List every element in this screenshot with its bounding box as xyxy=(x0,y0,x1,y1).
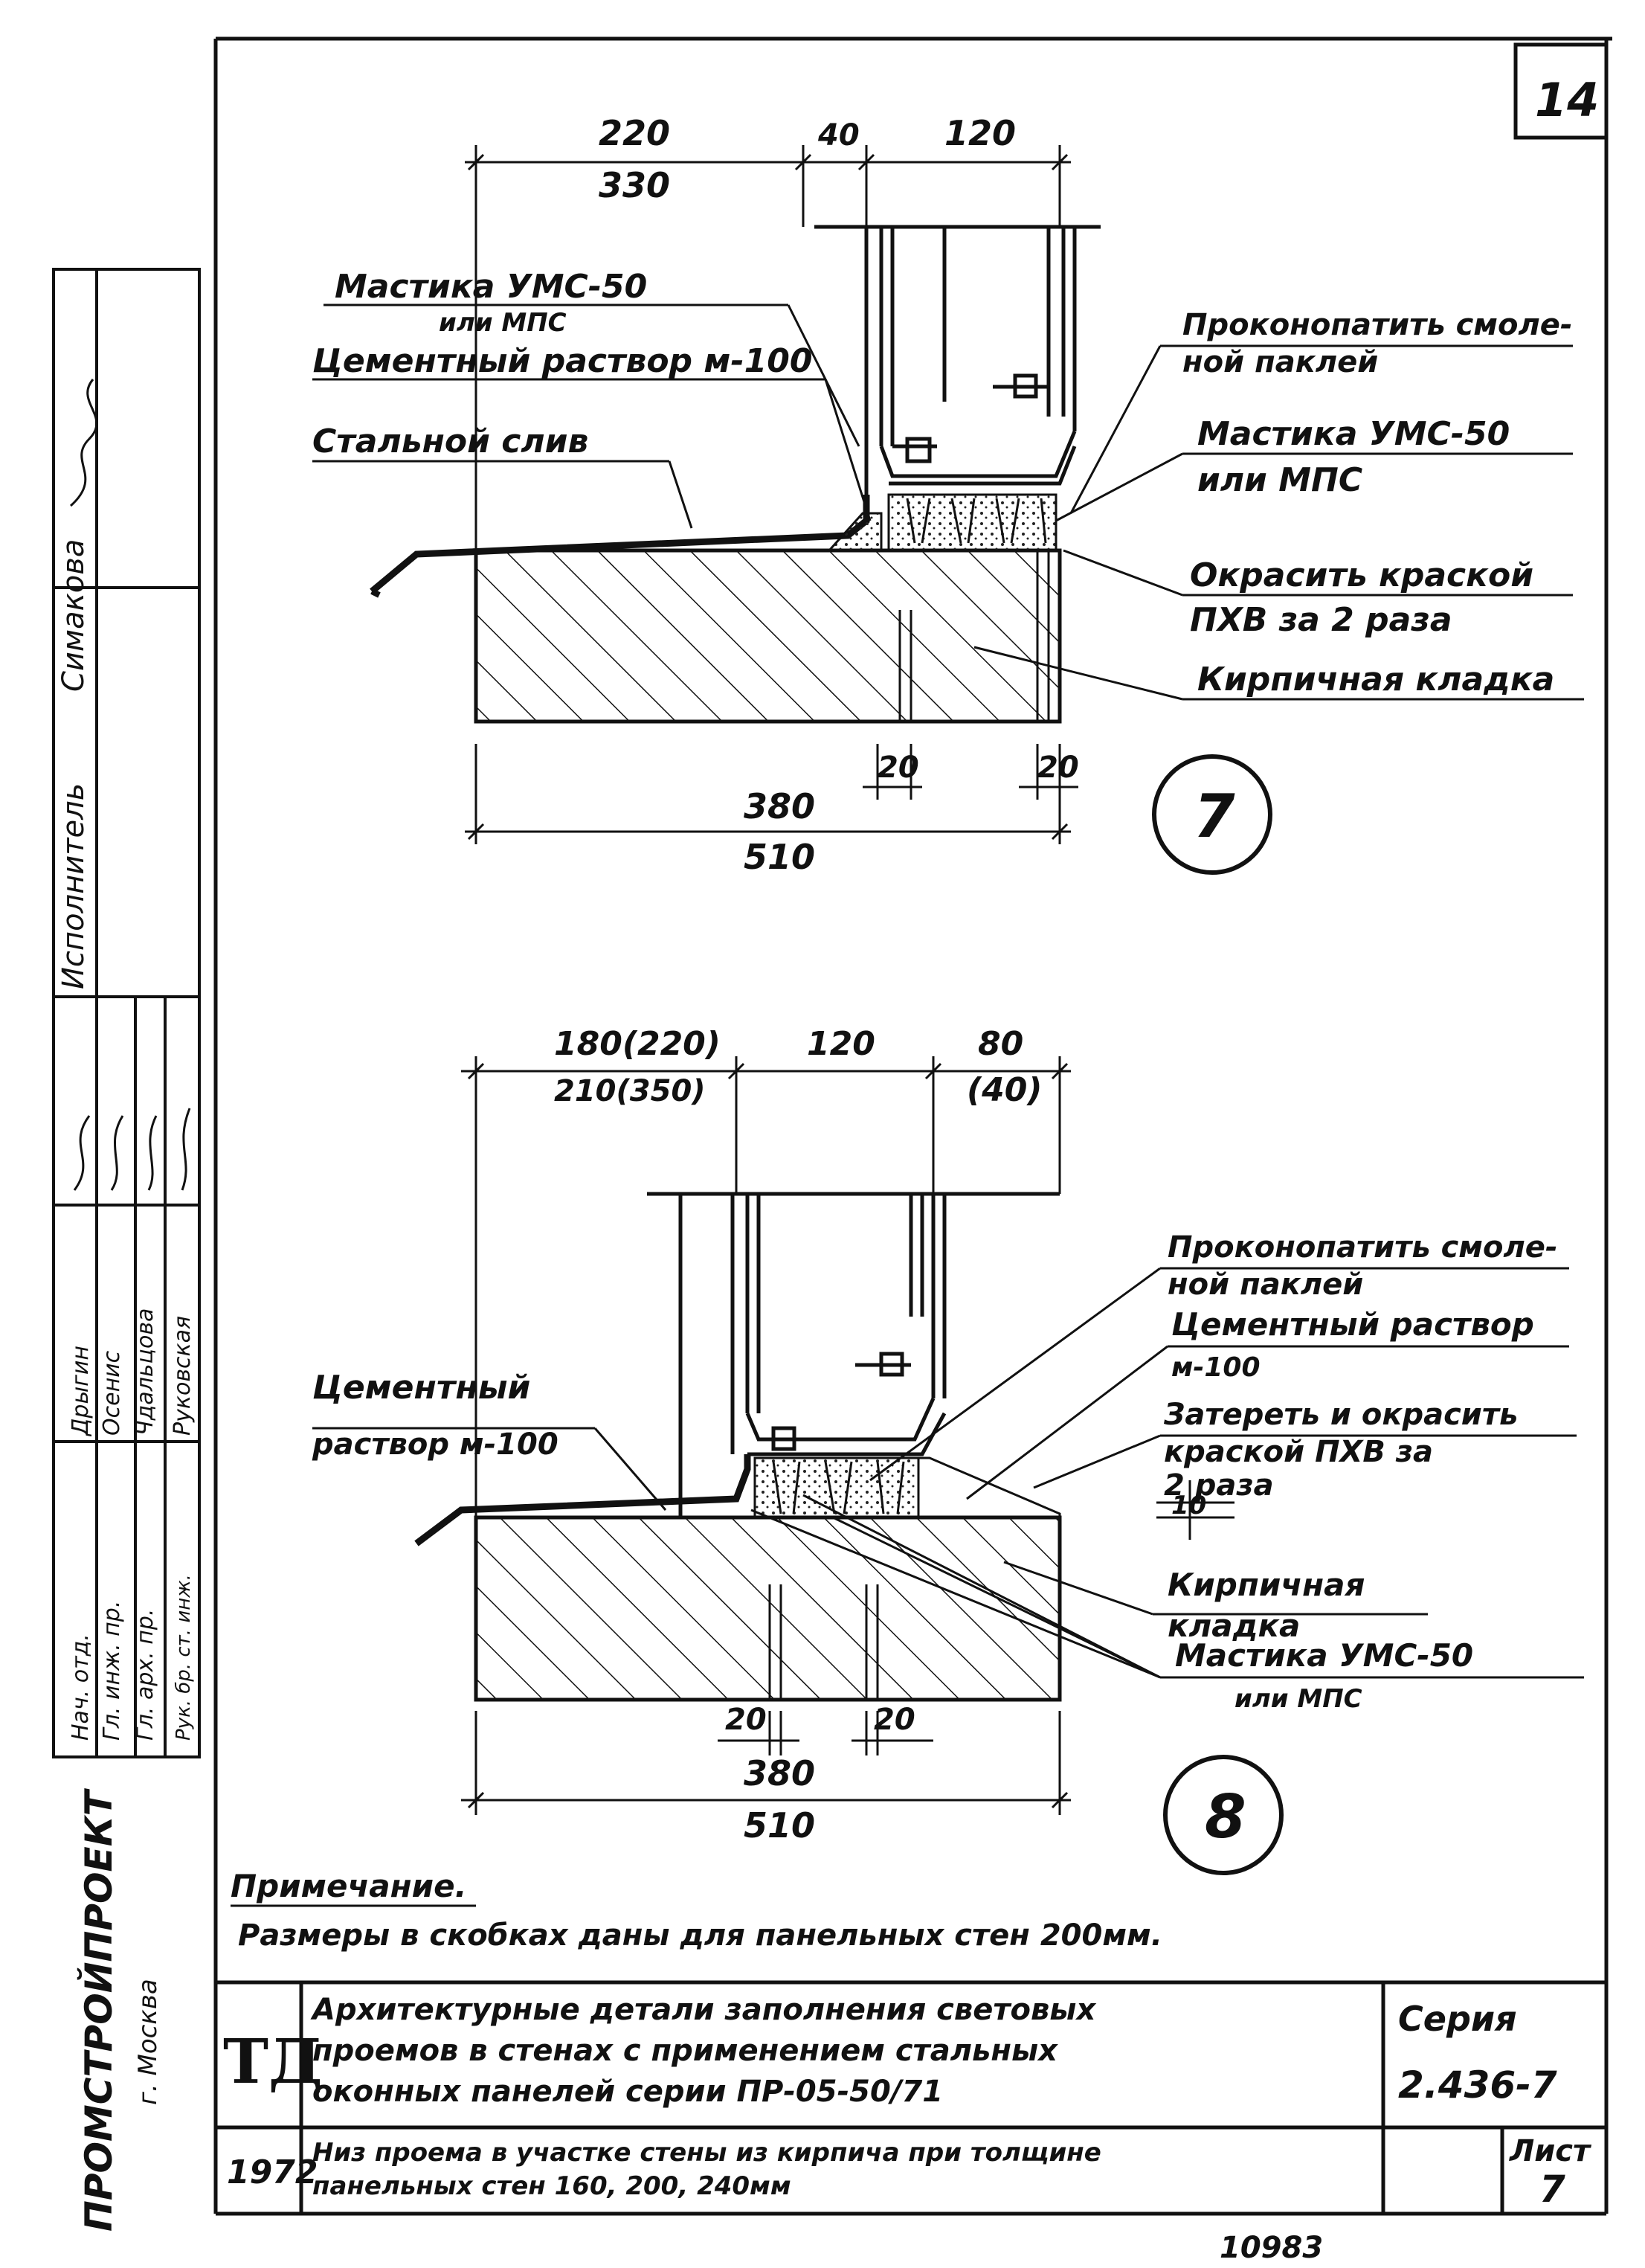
d8-dim-side: 10 xyxy=(1171,1491,1206,1520)
name-1: Дрыгин xyxy=(68,1346,94,1437)
subtitle-line-1: Низ проема в участке стены из кирпича пр… xyxy=(312,2138,1101,2168)
role-3: Гл. арх. пр. xyxy=(132,1609,158,1741)
d7-dim-d1: 380 xyxy=(744,786,815,826)
d8-dim-b: 120 xyxy=(807,1025,875,1063)
detail-7-number: 7 xyxy=(1194,782,1235,851)
sheet-value: 7 xyxy=(1539,2168,1565,2211)
title-block-mark: ТД xyxy=(223,2026,323,2098)
d7-callout-mastic-2: или МПС xyxy=(439,308,567,338)
d8-callout-tow-2: ной паклей xyxy=(1168,1268,1363,1302)
detail-7-marker xyxy=(1152,754,1272,875)
series-value: 2.436-7 xyxy=(1398,2063,1557,2107)
leaders-8 xyxy=(312,1267,1584,1679)
name-4: Руковская xyxy=(170,1316,196,1436)
note-title: Примечание. xyxy=(231,1868,467,1904)
name-3: Чдальцова xyxy=(132,1308,158,1436)
executor-label: Исполнитель xyxy=(57,783,91,989)
d7-callout-mortar: Цементный раствор м-100 xyxy=(312,342,812,380)
d7-callout-tow-1: Проконопатить смоле- xyxy=(1182,308,1573,342)
dimension-lines-8 xyxy=(461,1056,1234,1815)
title-block: ТД Архитектурные детали заполнения свето… xyxy=(223,1993,1592,2265)
title-line-3: оконных панелей серии ПР-05-50/71 xyxy=(312,2075,943,2109)
side-stamp xyxy=(52,268,201,1758)
d7-callout-tow-2: ной паклей xyxy=(1182,345,1378,379)
tow-caulking-7 xyxy=(887,493,1058,552)
d8-dim-e: 20 xyxy=(725,1703,767,1737)
d8-callout-tow-1: Проконопатить смоле- xyxy=(1168,1230,1558,1265)
d8-callout-mastic-1: Мастика УМС-50 xyxy=(1175,1637,1473,1674)
name-2: Осенис xyxy=(99,1350,125,1436)
d7-callout-flashing: Стальной слив xyxy=(312,423,588,460)
d7-dim-c: 120 xyxy=(944,113,1016,153)
role-2: Гл. инж. пр. xyxy=(99,1601,125,1741)
note-text: Размеры в скобках даны для панельных сте… xyxy=(238,1918,1162,1953)
d8-callout-brick-2: кладка xyxy=(1168,1607,1300,1644)
title-year: 1972 xyxy=(227,2153,318,2191)
d7-callout-paint-2: ПХВ за 2 раза xyxy=(1190,601,1452,639)
title-line-2: проемов в стенах с применением стальных xyxy=(312,2034,1058,2068)
d7-callout-mastic-1: Мастика УМС-50 xyxy=(335,268,647,306)
role-4: Рук. бр. ст. инж. xyxy=(173,1574,195,1741)
title-block-frame xyxy=(216,1980,1606,2214)
detail-8-marker xyxy=(1163,1755,1284,1875)
window-panel-8 xyxy=(647,1192,1060,1517)
signatures xyxy=(73,1108,191,1191)
org-city: г. Москва xyxy=(133,1979,163,2105)
role-1: Нач. отд. xyxy=(68,1633,94,1741)
d8-callout-finish-2: краской ПХВ за xyxy=(1164,1435,1433,1469)
archive-stamp: 10983 xyxy=(1220,2231,1323,2265)
executor-signature xyxy=(70,379,98,507)
mortar-8 xyxy=(917,1456,1061,1519)
leaders-7 xyxy=(312,303,1584,701)
title-line-1: Архитектурные детали заполнения световых xyxy=(310,1993,1096,2027)
d7-dim-f: 20 xyxy=(1037,751,1079,785)
d7-callout-paint-1: Окрасить краской xyxy=(1190,556,1533,594)
d8-dim-a2: 210(350) xyxy=(554,1074,706,1108)
executor-name: Симакова xyxy=(57,539,91,692)
d7-dim-d2: 510 xyxy=(744,837,815,877)
drawing-frame xyxy=(213,36,1612,2216)
side-stamp-text: Исполнитель Симакова Нач. отд. Гл. инж. … xyxy=(57,379,196,2232)
dimension-lines-7 xyxy=(465,145,1078,844)
d7-callout-mastic-r2: или МПС xyxy=(1197,461,1362,499)
d8-callout-mortar-2: раствор м-100 xyxy=(312,1427,558,1462)
sheet-label: Лист xyxy=(1509,2134,1592,2168)
sheet-number: 14 xyxy=(1535,73,1599,127)
d8-callout-brick-1: Кирпичная xyxy=(1168,1567,1365,1603)
d7-dim-a1: 220 xyxy=(599,113,670,153)
d8-dim-d1: 380 xyxy=(744,1753,815,1793)
d7-dim-e: 20 xyxy=(878,751,919,785)
d7-dim-a2: 330 xyxy=(599,165,670,205)
detail-8-number: 8 xyxy=(1205,1782,1246,1851)
note-block: Примечание. Размеры в скобках даны для п… xyxy=(231,1868,1162,1953)
d8-callout-mastic-2: или МПС xyxy=(1234,1684,1362,1714)
detail-8-labels: 180(220) 210(350) 120 80 (40) 380 510 20… xyxy=(312,1025,1558,1875)
brick-masonry-8 xyxy=(474,1515,1062,1702)
d8-dim-c1: 80 xyxy=(978,1025,1023,1063)
d7-callout-mastic-r1: Мастика УМС-50 xyxy=(1197,415,1510,453)
brick-masonry-7 xyxy=(474,548,1062,724)
mortar-7 xyxy=(826,512,883,552)
series-label: Серия xyxy=(1398,1999,1517,2039)
d8-dim-d2: 510 xyxy=(744,1805,815,1845)
org-name: ПРОМСТРОЙПРОЕКТ xyxy=(77,1787,120,2232)
d8-callout-mortar-1: Цементный xyxy=(312,1369,530,1407)
subtitle-line-2: панельных стен 160, 200, 240мм xyxy=(312,2171,791,2201)
d8-callout-finish-3: 2 раза xyxy=(1164,1468,1274,1503)
detail-8-geometry xyxy=(312,1056,1584,1815)
d7-dim-b: 40 xyxy=(817,118,860,152)
steel-flashing-8 xyxy=(414,1454,751,1546)
d8-dim-c2: (40) xyxy=(967,1071,1042,1109)
detail-7-geometry xyxy=(312,145,1584,844)
window-panel-7 xyxy=(814,225,1101,495)
detail-7-labels: 220 330 40 120 380 510 20 20 Мастика УМС… xyxy=(312,113,1573,877)
d8-callout-mortar-r1: Цементный раствор xyxy=(1171,1306,1534,1343)
d8-callout-mortar-r2: м-100 xyxy=(1171,1352,1261,1383)
d8-callout-finish-1: Затереть и окрасить xyxy=(1163,1398,1518,1432)
d7-callout-brick: Кирпичная кладка xyxy=(1197,661,1554,698)
d8-dim-a1: 180(220) xyxy=(554,1025,721,1063)
d8-dim-f: 20 xyxy=(874,1703,915,1737)
